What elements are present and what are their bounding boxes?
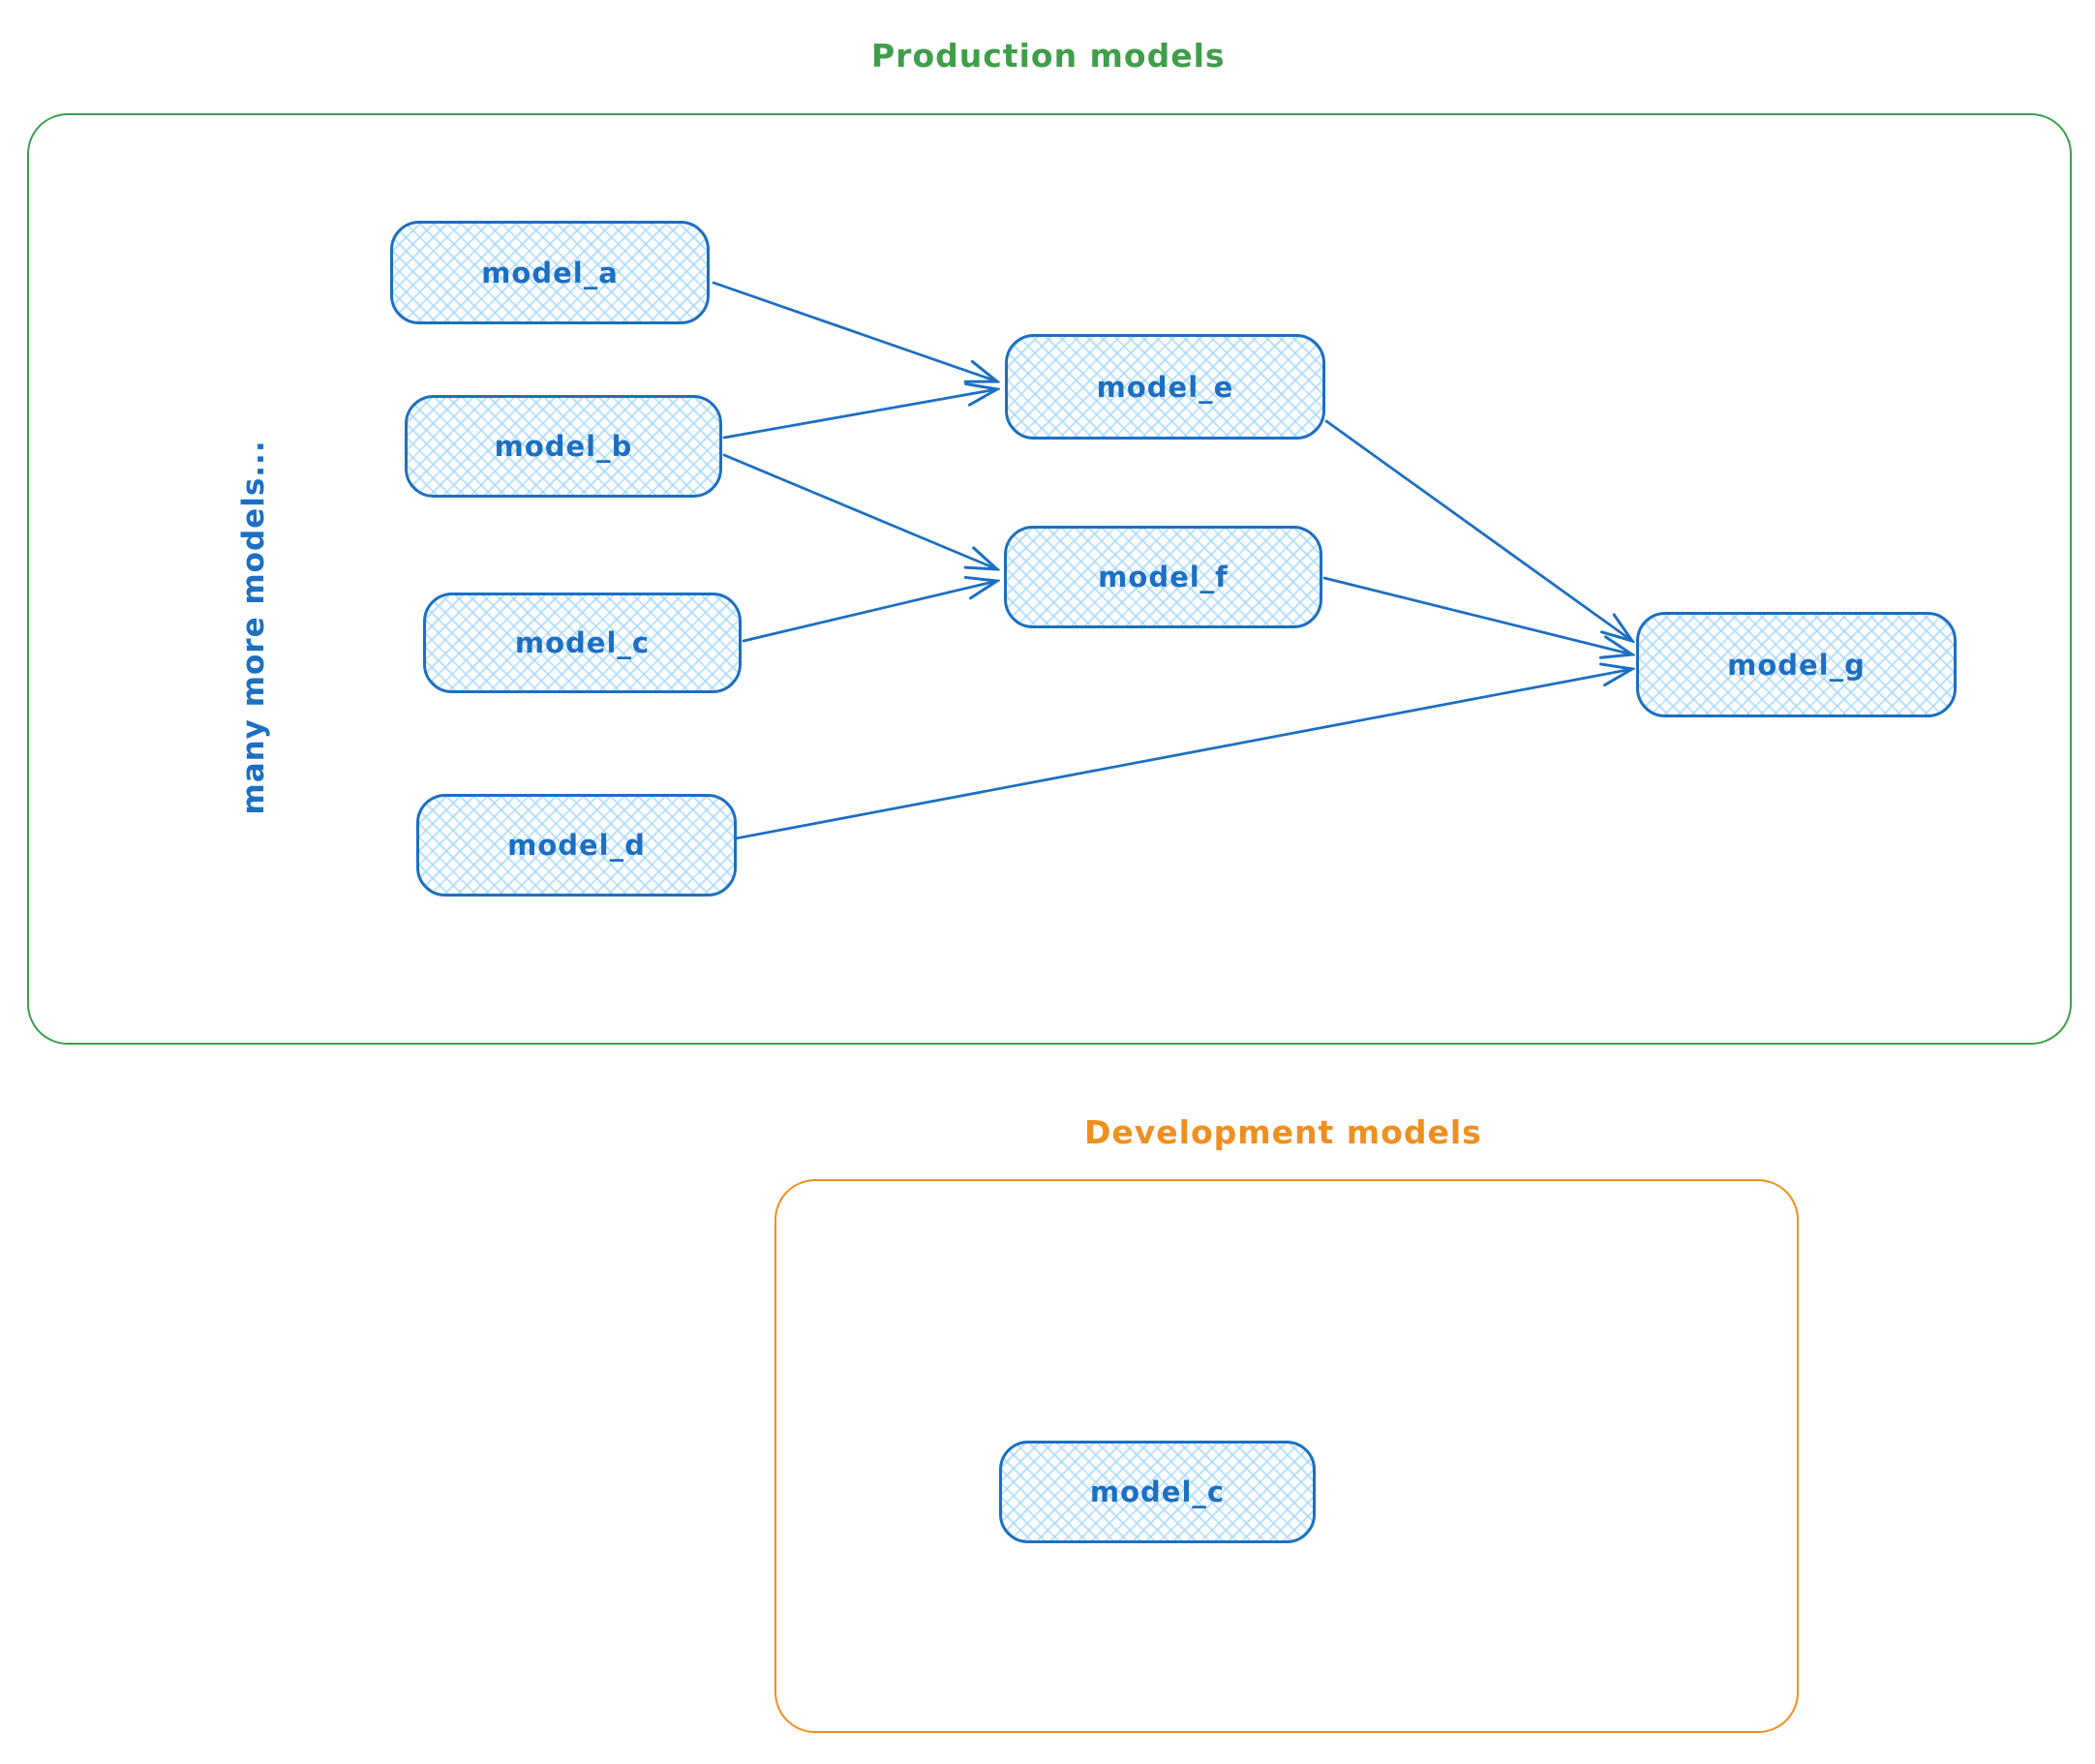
- development-group-box: [774, 1179, 1799, 1733]
- production-group-box: [27, 113, 2072, 1045]
- node-model-g-label: model_g: [1727, 648, 1866, 682]
- node-model-g: model_g: [1636, 612, 1957, 717]
- node-model-e: model_e: [1005, 334, 1325, 440]
- development-group-title: Development models: [1084, 1113, 1482, 1151]
- node-model-c: model_c: [423, 593, 742, 693]
- node-dev-model-c-label: model_c: [1089, 1475, 1226, 1508]
- node-model-a-label: model_a: [481, 256, 619, 289]
- production-group-title: Production models: [871, 37, 1226, 75]
- node-model-b: model_b: [405, 395, 722, 498]
- node-model-b-label: model_b: [494, 430, 633, 463]
- node-model-a: model_a: [390, 221, 710, 324]
- node-model-e-label: model_e: [1096, 370, 1234, 404]
- node-dev-model-c: model_c: [999, 1441, 1316, 1543]
- node-model-f: model_f: [1004, 526, 1322, 628]
- node-model-f-label: model_f: [1098, 561, 1229, 593]
- node-model-d: model_d: [416, 794, 737, 897]
- many-more-models-label: many more models...: [236, 440, 271, 815]
- node-model-c-label: model_c: [514, 626, 651, 659]
- node-model-d-label: model_d: [507, 829, 646, 862]
